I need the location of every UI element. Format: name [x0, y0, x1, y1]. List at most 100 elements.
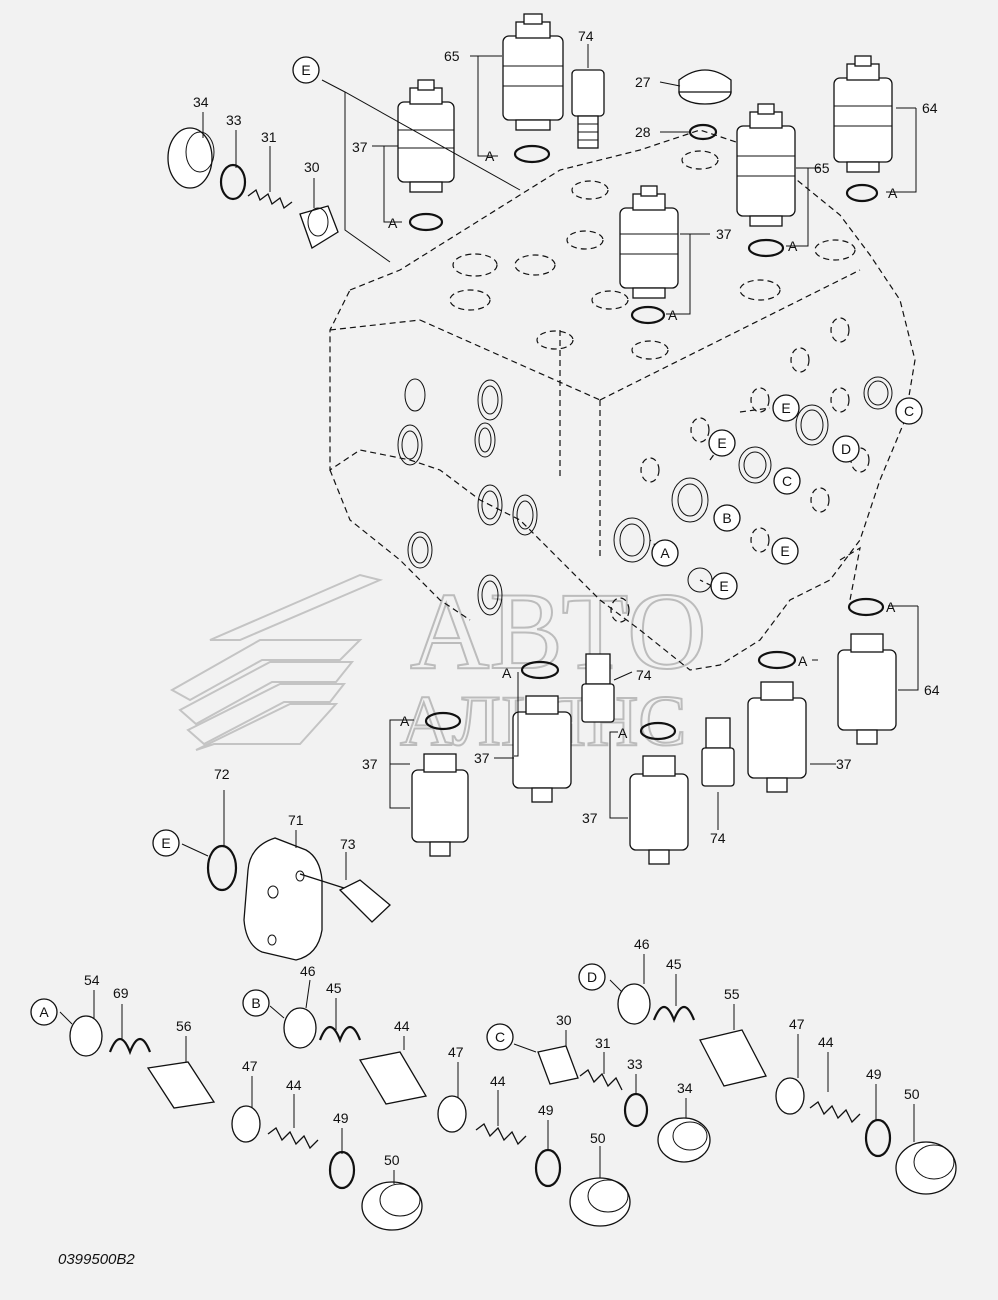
callout-b-mid: B [713, 504, 741, 532]
callout-c-right: C [895, 397, 923, 425]
label-37-lower-1: 37 [362, 756, 378, 772]
label-64-lower: 64 [924, 682, 940, 698]
drawing-code: 0399500B2 [58, 1251, 135, 1268]
o-ring-a-lower-2 [520, 660, 560, 680]
svg-text:E: E [719, 578, 728, 594]
ring-callout-a-2: A [388, 215, 398, 231]
label-37-lower-3: 37 [582, 810, 598, 826]
o-ring-a-37-left [408, 212, 444, 232]
svg-text:C: C [782, 473, 792, 489]
watermark-line1: АВТО [410, 570, 707, 692]
label-46-d: 46 [634, 936, 650, 952]
relief-valve-37-top [397, 79, 455, 193]
o-ring-a-lower-3 [639, 721, 677, 741]
relief-valve-37-lower-2 [512, 695, 572, 803]
label-56: 56 [176, 1018, 192, 1034]
o-ring-a-lower-4 [757, 650, 797, 670]
relief-valve-64-lower [837, 633, 897, 745]
callout-b-spool: B [242, 989, 270, 1017]
label-31-c: 31 [595, 1035, 611, 1051]
callout-d-spool: D [578, 963, 606, 991]
label-39-b: 44 [490, 1073, 506, 1089]
circled-callouts: E C E D E C B A E E E A B C D [30, 56, 923, 1051]
svg-text:C: C [495, 1029, 505, 1045]
relief-valve-37-lower-1 [411, 753, 469, 857]
label-50-d: 50 [904, 1086, 920, 1102]
relief-valves-upper [397, 13, 893, 325]
label-47-b: 47 [448, 1044, 464, 1060]
svg-text:A: A [660, 545, 670, 561]
plug-74-lower-1 [581, 653, 615, 723]
label-39-a: 44 [286, 1077, 302, 1093]
ring-callout-a-5: A [888, 185, 898, 201]
cap-27 [678, 69, 732, 105]
svg-text:D: D [587, 969, 597, 985]
label-31: 31 [261, 129, 277, 145]
label-34-c: 34 [677, 1080, 693, 1096]
callout-a-spool: A [30, 998, 58, 1026]
label-28: 28 [635, 124, 651, 140]
ring-callout-a-9: A [400, 713, 410, 729]
label-44: 44 [394, 1018, 410, 1034]
label-72: 72 [214, 766, 230, 782]
label-37-center: 37 [716, 226, 732, 242]
watermark-logo-icon [169, 573, 384, 751]
svg-text:E: E [780, 543, 789, 559]
leader-lines [59, 44, 919, 1184]
ring-callout-a-10: A [618, 725, 628, 741]
label-33: 33 [226, 112, 242, 128]
label-74-lower-2: 74 [710, 830, 726, 846]
label-47-d: 47 [789, 1016, 805, 1032]
callout-d-right: D [832, 435, 860, 463]
relief-valve-64-top [833, 55, 893, 173]
part-labels: 34 33 31 30 37 65 74 27 28 64 65 37 64 3… [84, 28, 940, 1168]
callout-e-2: E [708, 429, 736, 457]
ring-callout-a-6: A [886, 599, 896, 615]
o-ring-a-64-lower [847, 597, 885, 617]
callout-c-mid: C [773, 467, 801, 495]
ring-callout-a-7: A [798, 653, 808, 669]
label-71: 71 [288, 812, 304, 828]
label-45-b: 45 [326, 980, 342, 996]
o-ring-a-37-center [630, 305, 666, 325]
label-49-a: 49 [333, 1110, 349, 1126]
label-37-top: 37 [352, 139, 368, 155]
spool-groups [69, 983, 957, 1231]
label-27: 27 [635, 74, 651, 90]
label-64-top: 64 [922, 100, 938, 116]
callout-e-top: E [292, 56, 320, 84]
svg-text:B: B [251, 995, 260, 1011]
label-69: 69 [113, 985, 129, 1001]
label-74-top: 74 [578, 28, 594, 44]
upper-left-plug-group [167, 127, 339, 249]
relief-valves-lower [411, 597, 897, 865]
label-50-a: 50 [384, 1152, 400, 1168]
label-65-right: 65 [814, 160, 830, 176]
ring-callout-a-1: A [485, 148, 495, 164]
callout-e-3: E [771, 537, 799, 565]
ring-callout-a-3: A [668, 307, 678, 323]
relief-valve-65-top [502, 13, 564, 131]
callout-c-spool: C [486, 1023, 514, 1051]
callout-e-1: E [772, 394, 800, 422]
o-ring-a-65-right [747, 238, 785, 258]
ring-callout-a-4: A [788, 238, 798, 254]
callout-e-plate: E [152, 829, 180, 857]
svg-text:B: B [722, 510, 731, 526]
relief-valve-37-lower-4 [747, 681, 807, 793]
label-55: 55 [724, 986, 740, 1002]
o-ring-a-lower-1 [424, 711, 462, 731]
relief-valve-37-center [619, 185, 679, 299]
svg-text:E: E [301, 62, 310, 78]
svg-text:E: E [161, 835, 170, 851]
label-49-d: 49 [866, 1066, 882, 1082]
plug-74-lower-2 [701, 717, 735, 787]
label-46-b: 46 [300, 963, 316, 979]
label-30: 30 [304, 159, 320, 175]
plug-74-top [571, 69, 605, 149]
label-50-b: 50 [590, 1130, 606, 1146]
relief-valve-37-lower-3 [629, 755, 689, 865]
a-ring-callouts: A A A A A A A A A A [388, 148, 898, 741]
ring-callout-a-8: A [502, 665, 512, 681]
